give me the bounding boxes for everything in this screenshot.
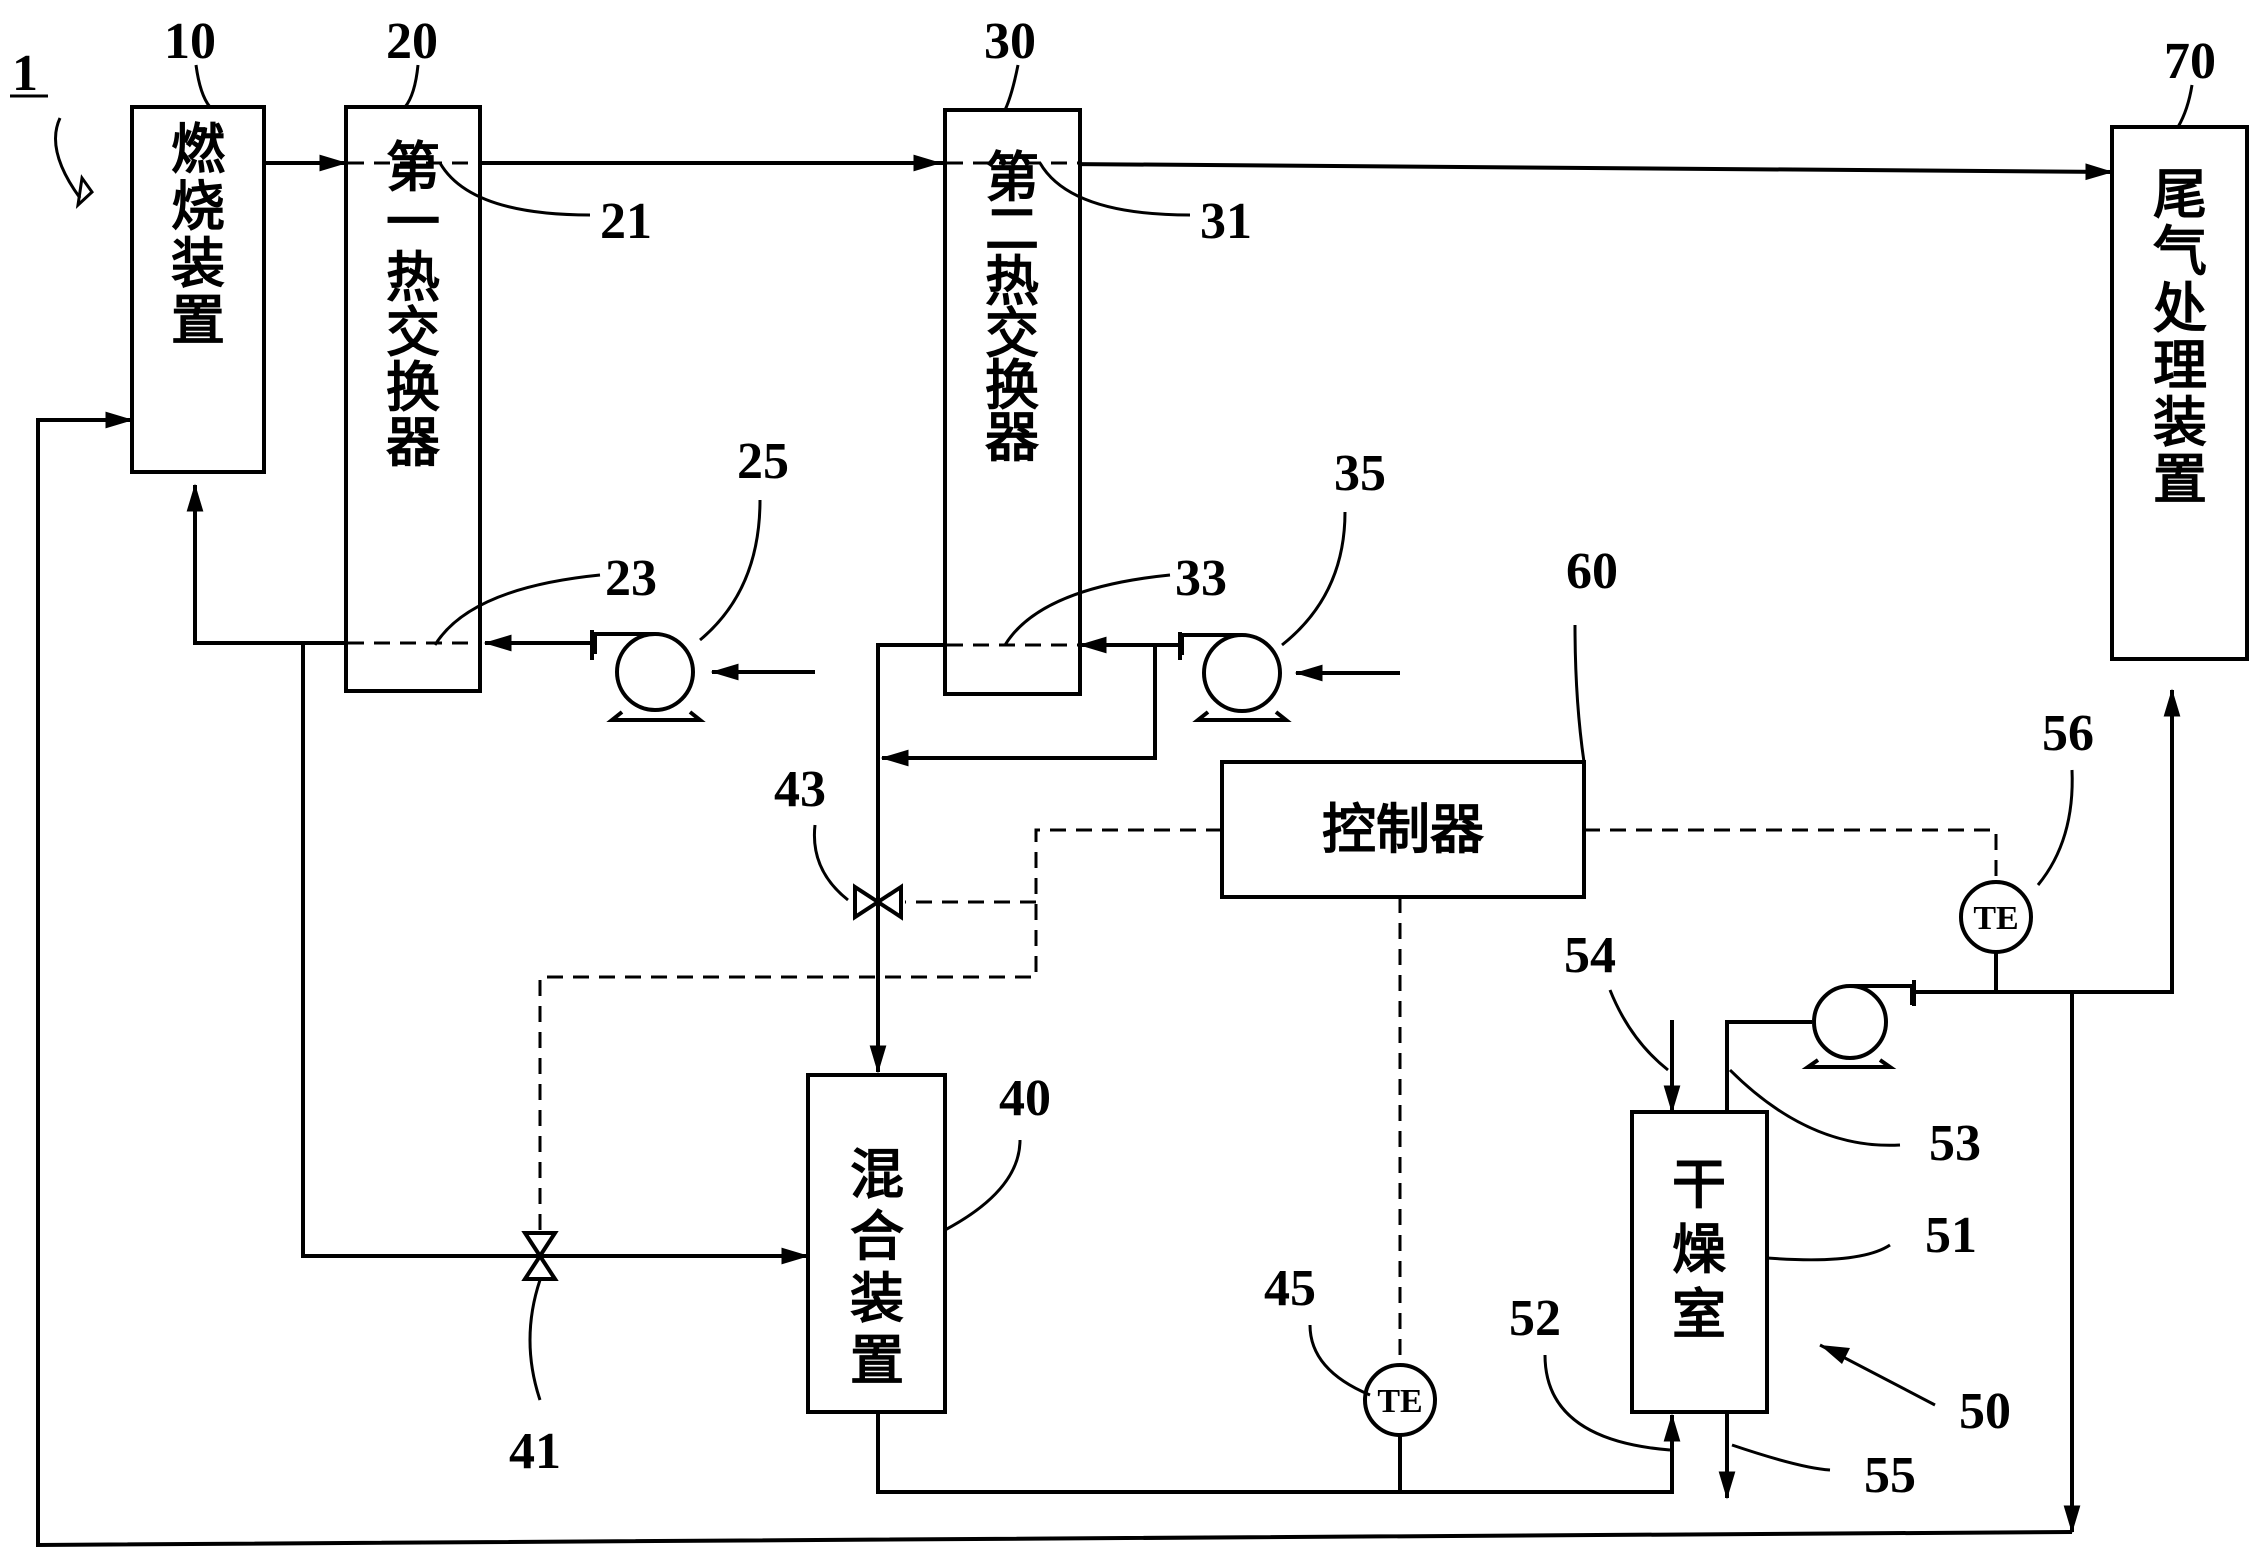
controller-label: 控制器: [1322, 798, 1485, 861]
ref-31: 31: [1200, 193, 1252, 250]
ref-outlet-53: 53: [1929, 1115, 1981, 1172]
combustion-device: [130, 105, 266, 474]
fan-53-icon: [1801, 980, 1916, 1069]
ref-system-50: 50: [1959, 1383, 2011, 1440]
ref-hx1: 20: [386, 13, 438, 70]
ref-sensor-45: 45: [1264, 1260, 1316, 1317]
ref-controller: 60: [1566, 543, 1618, 600]
ref-hx2: 30: [984, 13, 1036, 70]
ref-system: 1: [12, 45, 38, 102]
temperature-sensor-56: TE: [1959, 880, 2033, 992]
ref-23: 23: [605, 550, 657, 607]
ref-mixer: 40: [999, 1070, 1051, 1127]
dryer-lines: [36, 411, 2181, 1548]
controller-box: [1220, 760, 1586, 899]
valve-43-icon: [853, 883, 903, 921]
pump-35-icon: [1178, 632, 1292, 722]
ref-sensor-56: 56: [2042, 705, 2094, 762]
ref-pump-35: 35: [1334, 445, 1386, 502]
ref-dryer-51: 51: [1925, 1207, 1977, 1264]
ref-valve-41: 41: [509, 1423, 561, 1480]
ref-valve-43: 43: [774, 761, 826, 818]
ref-pump-25: 25: [737, 433, 789, 490]
mixer-label: 混合装置: [850, 1143, 904, 1392]
leader-lines: [54, 64, 2194, 1472]
ref-feed-54: 54: [1564, 927, 1616, 984]
combustion-label: 燃烧装置: [171, 118, 226, 352]
ref-inlet-52: 52: [1509, 1290, 1561, 1347]
second-heat-exchanger: [943, 108, 1082, 696]
tube-overlays: [348, 161, 1078, 647]
reference-numbers: 1 10 20 30 70 21 31 23 33 25 35 60 43 40…: [10, 13, 2216, 1504]
drying-chamber: [1630, 1110, 1769, 1414]
temperature-sensor-45: TE: [1363, 1363, 1437, 1492]
te-label: TE: [1377, 1383, 1422, 1420]
pump-25-icon: [590, 630, 706, 722]
mixing-device: [806, 1073, 947, 1414]
hx1-air-lines: [186, 483, 815, 1265]
hx1-label: 第一热交换器: [386, 136, 441, 474]
valve-41-icon: [521, 1231, 559, 1281]
dryer-label: 干燥室: [1672, 1153, 1727, 1346]
first-heat-exchanger: [344, 105, 482, 693]
ref-exhaust: 70: [2164, 33, 2216, 90]
te-label: TE: [1973, 900, 2018, 937]
ref-33: 33: [1175, 550, 1227, 607]
ref-combustion: 10: [164, 13, 216, 70]
exhaust-treatment-device: [2110, 125, 2249, 661]
ref-21: 21: [600, 193, 652, 250]
hx2-air-lines: [869, 636, 1400, 1074]
hx2-label: 第二热交换器: [985, 146, 1040, 469]
ref-discharge-55: 55: [1864, 1447, 1916, 1504]
exhaust-label: 尾气处理装置: [2153, 163, 2207, 511]
